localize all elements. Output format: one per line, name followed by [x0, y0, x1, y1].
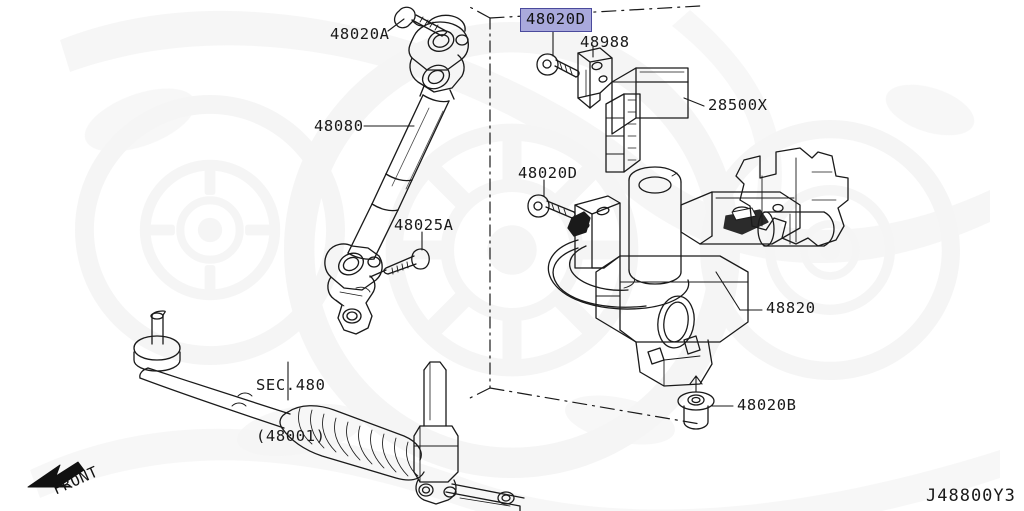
- wiring-harness-loop: [547, 239, 690, 310]
- bellows-boot: [279, 405, 425, 481]
- control-unit-group: [536, 47, 689, 173]
- leader-48820: [715, 271, 763, 311]
- leader-48020a: [387, 18, 405, 32]
- leader-48020b-up: [689, 375, 703, 393]
- callout-48020d-left[interactable]: 48020D: [518, 164, 578, 182]
- lower-universal-joint: [324, 243, 383, 335]
- steering-tube: [757, 211, 835, 247]
- section-reference-line1: SEC.480: [256, 376, 326, 394]
- callout-48020b[interactable]: 48020B: [737, 396, 797, 414]
- bolt-48020d-left: [527, 194, 576, 219]
- group-boundary-legs: [467, 5, 701, 425]
- eps-column-assembly-48820: [527, 147, 849, 430]
- callout-48820[interactable]: 48820: [766, 299, 816, 317]
- leader-lines: [287, 18, 763, 407]
- diagram-id-code: J48800Y3: [926, 486, 1016, 506]
- nut-48020b: [677, 391, 715, 430]
- callout-48988[interactable]: 48988: [580, 33, 630, 51]
- bolt-48025a: [369, 248, 430, 278]
- intermediate-shaft-assembly: [324, 14, 470, 335]
- bolt-48020d-top: [536, 53, 580, 78]
- callout-28500x[interactable]: 28500X: [708, 96, 768, 114]
- callout-48020a[interactable]: 48020A: [330, 25, 390, 43]
- section-reference-line2: (48001): [256, 427, 326, 445]
- gear-housing: [413, 361, 525, 511]
- bolt-48020a: [393, 6, 448, 37]
- upper-universal-joint: [408, 14, 470, 100]
- section-reference[interactable]: SEC.480 (48001): [256, 343, 326, 479]
- callout-48020d-highlighted-label: 48020D: [526, 10, 586, 28]
- steering-gear-rack: [133, 310, 525, 511]
- eps-motor: [628, 166, 682, 285]
- callout-48020d-highlighted[interactable]: 48020D: [520, 8, 592, 32]
- tie-rod: [139, 367, 291, 429]
- front-arrow-icon: [27, 461, 85, 488]
- callout-48080[interactable]: 48080: [314, 117, 364, 135]
- right-stamped-bracket: [735, 147, 849, 247]
- callout-48025a[interactable]: 48025A: [394, 216, 454, 234]
- column-housing: [595, 255, 749, 387]
- control-module-28500x: [605, 67, 689, 173]
- shaft-tube: [347, 94, 450, 260]
- left-mount-bracket: [567, 195, 621, 269]
- bracket-48988: [577, 47, 613, 109]
- upper-saddle-plate: [680, 191, 801, 245]
- leader-28500x: [683, 97, 705, 107]
- tie-rod-end: [133, 310, 181, 372]
